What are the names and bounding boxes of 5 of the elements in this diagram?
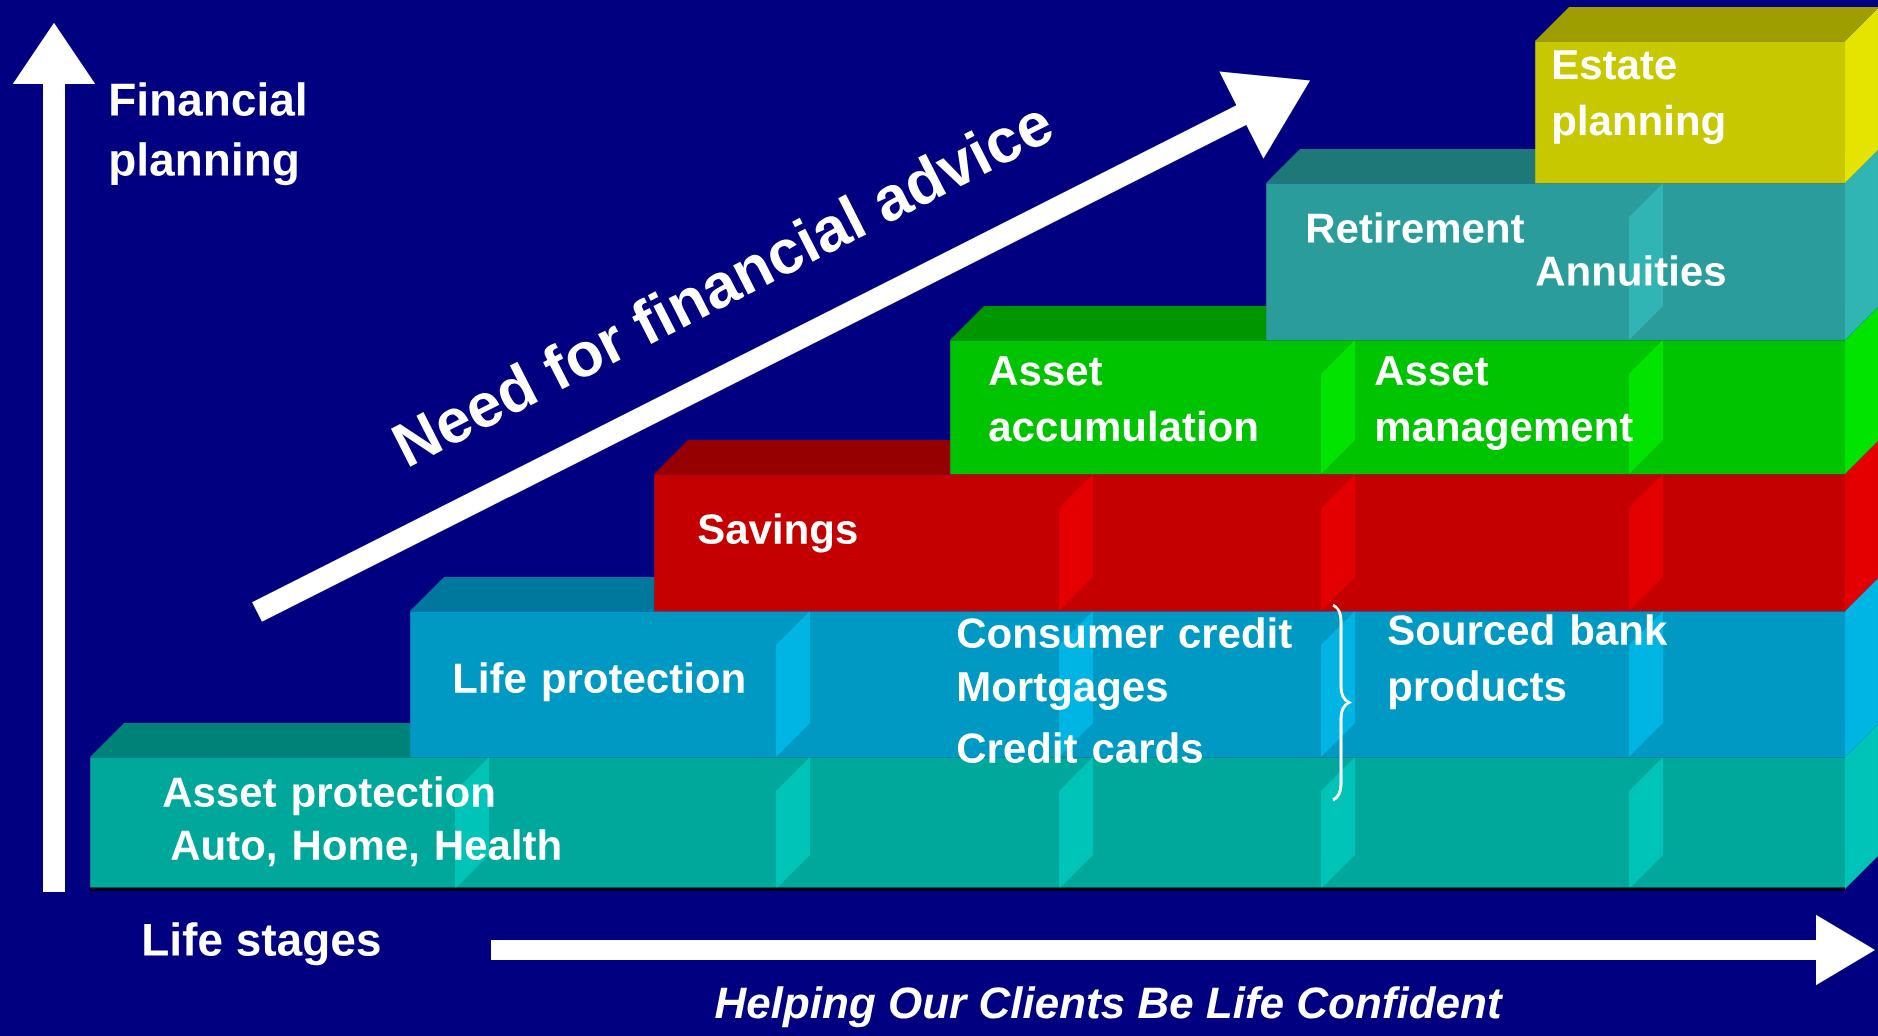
caption: Helping Our Clients Be Life Confident	[715, 986, 1504, 1028]
axis-label: Financial planning	[111, 82, 305, 186]
step-block: Retirement Annuities	[1266, 149, 1878, 341]
step-block: Estate planning	[1535, 7, 1878, 184]
step-block: Asset accumulation Asset management	[950, 306, 1878, 475]
